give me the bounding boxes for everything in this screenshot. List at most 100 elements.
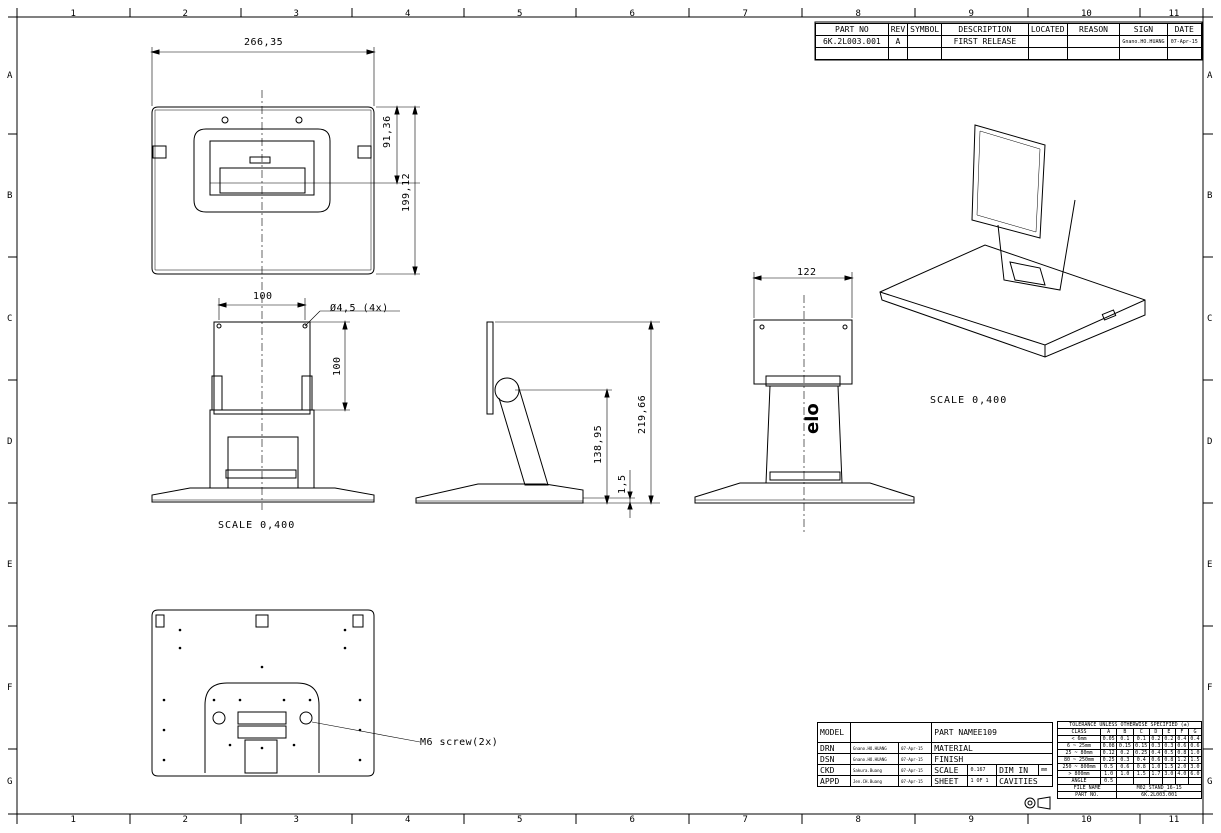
rev-header-description: DESCRIPTION [941,23,1029,36]
tolerance-cell: 0.1 [1116,735,1134,743]
grid-bottom-number: 6 [629,815,635,825]
tolerance-cell [1116,777,1134,785]
tolerance-cell: 0.12 [1099,749,1118,757]
tolerance-cell: 6 ~ 25mm [1057,742,1101,750]
tolerance-cell: 3.0 [1161,770,1176,778]
tolerance-cell: 6.0 [1187,770,1203,778]
bottom-view-holes [162,628,362,762]
grid-top-number: 8 [855,9,861,19]
tolerance-cell: 0.4 [1187,735,1203,743]
material-label: MATERIAL [931,742,1053,754]
tolerance-cell: 0.5 [1099,763,1118,771]
mount-hole [162,728,166,732]
grid-top-number: 9 [968,9,974,19]
tolerance-cell: 250 ~ 800mm [1057,763,1101,771]
sheet-border [16,16,1204,815]
tolerance-cell: 0.15 [1116,742,1134,750]
grid-top-number: 10 [1081,9,1092,19]
dim-top-inner-height: 91,36 [382,115,393,148]
tolerance-cell: 1.0 [1099,770,1118,778]
tolerance-cell: 1.2 [1174,756,1189,764]
front-view [151,295,400,510]
grid-right-letter: F [1207,682,1213,693]
rev-located [1027,35,1068,48]
tolerance-title: TOLERANCE UNLESS OTHERWISE SPECIFIED (±) [1057,721,1202,729]
tolerance-cell: 0.25 [1099,756,1118,764]
tolerance-header-cell: B [1116,728,1134,736]
dim-top-height: 199,12 [401,172,412,212]
grid-left-letter: G [7,776,13,787]
tolerance-cell [1174,777,1189,785]
grid-bottom-number: 10 [1081,815,1092,825]
tolerance-cell: 0.8 [1161,756,1176,764]
tolerance-cell: 0.15 [1132,742,1150,750]
dim-side-height-1: 138,95 [593,424,604,464]
tolerance-cell: ANGLE [1057,777,1101,785]
tolerance-cell: 1.0 [1116,770,1134,778]
ckd-date: 07-Apr-15 [898,764,933,776]
tolerance-header-cell: CLASS [1057,728,1101,736]
grid-top-number: 11 [1168,9,1180,19]
rev-header-rev: REV [887,23,909,36]
mount-hole [343,628,347,632]
mount-hole [358,758,362,762]
appd-date: 07-Apr-15 [898,775,933,787]
tolerance-cell: 0.2 [1116,749,1134,757]
tolerance-cell [1187,777,1203,785]
tolerance-cell: 80 ~ 250mm [1057,756,1101,764]
grid-top-number: 3 [293,9,299,19]
grid-right-letter: A [1207,70,1213,81]
tolerance-cell: 0.3 [1148,742,1163,750]
tolerance-cell: 0.4 [1132,756,1150,764]
appd-label: APPD [817,775,851,787]
tolerance-cell: < 6mm [1057,735,1101,743]
grid-bottom-number: 5 [517,815,523,825]
tolerance-cell [1161,777,1176,785]
drn-name: Gnano.HO.HUANG [849,742,900,754]
tolerance-cell: 1.5 [1187,756,1203,764]
drn-label: DRN [817,742,851,754]
side-view [415,320,660,518]
part-name-label: PART NAME [934,728,978,737]
tolerance-cell: 0.4 [1174,735,1189,743]
appd-name: Jen.CH.Buang [849,775,900,787]
mount-hole [212,698,216,702]
tolerance-header-cell: E [1161,728,1176,736]
mount-hole [228,743,232,747]
tolerance-cell: 0.4 [1148,749,1163,757]
dim-side-height-small: 1,5 [617,474,628,494]
tolerance-cell [1132,777,1150,785]
tolerance-header-cell: A [1099,728,1118,736]
grid-left-letter: A [7,70,13,81]
mount-hole [343,646,347,650]
rev-date: 07-Apr-15 [1166,35,1202,48]
tolerance-header-cell: G [1187,728,1203,736]
ckd-name: Sakura.Buang [849,764,900,776]
tolerance-cell: 1.5 [1132,770,1150,778]
tolerance-header-cell: C [1132,728,1150,736]
views-scale-label: SCALE 0,400 [218,520,296,531]
tolerance-cell: 0.05 [1099,735,1118,743]
top-view [150,47,420,290]
grid-right-letter: G [1207,776,1213,787]
tolerance-cell: 0.3 [1161,742,1176,750]
mount-hole [358,698,362,702]
tolerance-cell: 0.8 [1132,763,1150,771]
tolerance-cell: 0.5 [1161,749,1176,757]
screw-callout: M6 screw(2x) [420,737,499,748]
grid-bottom-number: 4 [405,815,411,825]
rev-header-sign: SIGN [1119,23,1168,36]
mount-hole [178,646,182,650]
rev-part-no: 6K.2L003.001 [815,35,889,48]
tolerance-cell: 3.0 [1187,763,1203,771]
part-name-value: E109 [977,728,997,737]
grid-left-letter: D [7,436,13,447]
grid-bottom-number: 9 [968,815,974,825]
grid-right-letter: C [1207,313,1213,324]
grid-top-number: 1 [70,9,76,19]
grid-bottom-number: 3 [293,815,299,825]
dsn-name: Gnano.HO.HUANG [849,753,900,765]
